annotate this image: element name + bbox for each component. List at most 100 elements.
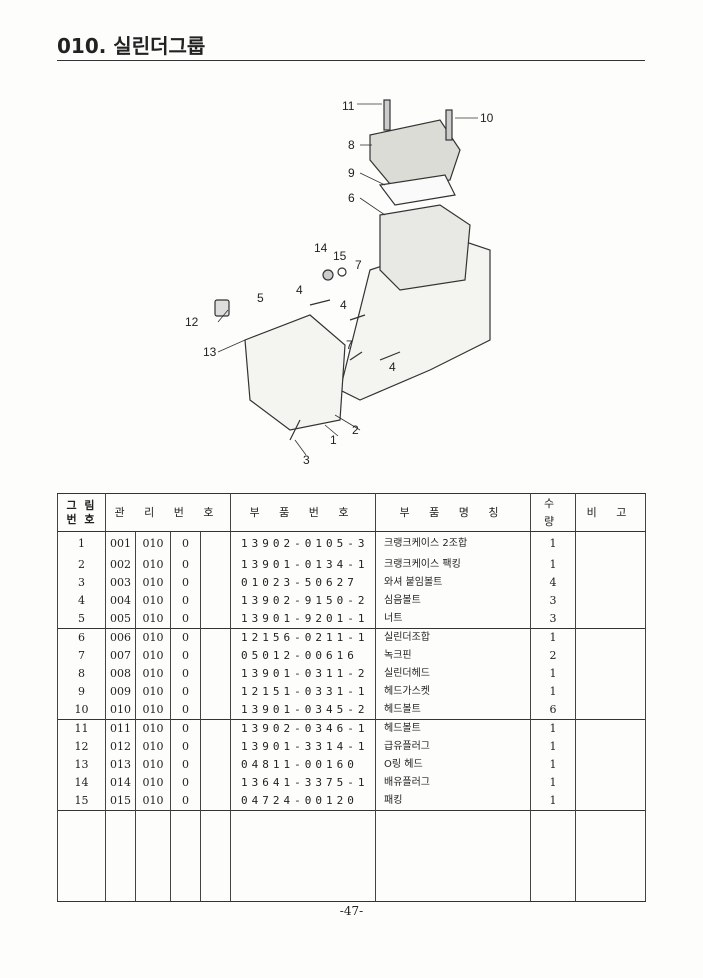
cell-remarks bbox=[575, 737, 646, 756]
empty-cell bbox=[230, 882, 376, 902]
cell-remarks bbox=[575, 531, 646, 556]
cell-mgmt-no-2: 010 bbox=[135, 531, 171, 556]
cell-quantity: 1 bbox=[530, 627, 576, 647]
cell-fig-no: 12 bbox=[57, 737, 106, 756]
cell-mgmt-no-1: 010 bbox=[105, 700, 136, 719]
cell-mgmt-no-1: 015 bbox=[105, 791, 136, 810]
empty-cell bbox=[530, 809, 576, 829]
cell-mgmt-no-2: 010 bbox=[135, 718, 171, 738]
empty-cell bbox=[530, 882, 576, 902]
cell-part-no: 01023-50627 bbox=[230, 573, 376, 592]
cell-part-no: 04724-00120 bbox=[230, 791, 376, 810]
cell-quantity: 4 bbox=[530, 573, 576, 592]
cell-mgmt-no-3: 0 bbox=[170, 646, 201, 665]
cell-part-no: 13901-0311-2 bbox=[230, 664, 376, 683]
empty-cell bbox=[57, 846, 106, 865]
cell-remarks bbox=[575, 755, 646, 774]
cell-mgmt-blank bbox=[200, 791, 231, 810]
cell-mgmt-no-1: 011 bbox=[105, 718, 136, 738]
cell-part-name: 크랭크케이스 팩킹 bbox=[375, 555, 531, 574]
cell-part-no: 13901-0134-1 bbox=[230, 555, 376, 574]
empty-cell bbox=[105, 828, 136, 847]
cell-mgmt-no-2: 010 bbox=[135, 682, 171, 701]
cell-mgmt-blank bbox=[200, 755, 231, 774]
empty-cell bbox=[105, 882, 136, 902]
callout-12: 12 bbox=[185, 315, 199, 329]
empty-cell bbox=[200, 828, 231, 847]
page-number: -47- bbox=[339, 904, 364, 918]
cell-remarks bbox=[575, 555, 646, 574]
empty-cell bbox=[135, 828, 171, 847]
callout-10: 10 bbox=[480, 111, 494, 125]
cell-mgmt-no-2: 010 bbox=[135, 664, 171, 683]
cell-mgmt-blank bbox=[200, 609, 231, 628]
header-qty: 수 량 bbox=[530, 493, 576, 532]
cell-part-name: 헤드볼트 bbox=[375, 700, 531, 719]
callout-13: 13 bbox=[203, 345, 217, 359]
cell-part-no: 13901-9201-1 bbox=[230, 609, 376, 628]
cell-mgmt-no-2: 010 bbox=[135, 700, 171, 719]
empty-cell bbox=[575, 846, 646, 865]
cell-quantity: 1 bbox=[530, 737, 576, 756]
cell-part-no: 13901-3314-1 bbox=[230, 737, 376, 756]
empty-cell bbox=[200, 846, 231, 865]
cell-mgmt-blank bbox=[200, 646, 231, 665]
cell-mgmt-no-3: 0 bbox=[170, 791, 201, 810]
cell-mgmt-no-2: 010 bbox=[135, 791, 171, 810]
empty-cell bbox=[530, 846, 576, 865]
cell-mgmt-no-3: 0 bbox=[170, 755, 201, 774]
cell-part-name: 너트 bbox=[375, 609, 531, 628]
empty-cell bbox=[170, 809, 201, 829]
empty-cell bbox=[230, 864, 376, 883]
empty-cell bbox=[135, 864, 171, 883]
head-gasket bbox=[378, 174, 456, 206]
callout-1: 1 bbox=[330, 433, 337, 447]
cell-part-name: 와셔 붙임볼트 bbox=[375, 573, 531, 592]
cell-mgmt-no-1: 004 bbox=[105, 591, 136, 610]
cell-mgmt-no-3: 0 bbox=[170, 700, 201, 719]
cell-mgmt-no-2: 010 bbox=[135, 646, 171, 665]
callout-2: 2 bbox=[352, 423, 359, 437]
cell-part-name: 심음볼트 bbox=[375, 591, 531, 610]
cell-part-name: 녹크핀 bbox=[375, 646, 531, 665]
empty-cell bbox=[57, 828, 106, 847]
empty-cell bbox=[105, 809, 136, 829]
cell-mgmt-blank bbox=[200, 591, 231, 610]
callout-14: 14 bbox=[314, 241, 328, 255]
cell-fig-no: 13 bbox=[57, 755, 106, 774]
empty-cell bbox=[170, 882, 201, 902]
title-divider bbox=[57, 60, 645, 61]
empty-cell bbox=[200, 882, 231, 902]
cell-remarks bbox=[575, 718, 646, 738]
empty-cell bbox=[200, 809, 231, 829]
cell-part-no: 13902-0105-3 bbox=[230, 531, 376, 556]
empty-cell bbox=[230, 828, 376, 847]
header-part-no: 부 품 번 호 bbox=[230, 493, 376, 532]
cell-mgmt-no-2: 010 bbox=[135, 591, 171, 610]
callout-6: 6 bbox=[348, 191, 355, 205]
callout-5: 5 bbox=[257, 291, 264, 305]
cell-part-name: 실린더헤드 bbox=[375, 664, 531, 683]
cell-quantity: 1 bbox=[530, 773, 576, 792]
cell-mgmt-no-2: 010 bbox=[135, 773, 171, 792]
empty-cell bbox=[105, 846, 136, 865]
cell-mgmt-blank bbox=[200, 627, 231, 647]
cell-mgmt-no-1: 006 bbox=[105, 627, 136, 647]
empty-row bbox=[57, 864, 646, 883]
empty-cell bbox=[200, 864, 231, 883]
callout-7: 7 bbox=[355, 258, 362, 272]
cell-mgmt-no-1: 005 bbox=[105, 609, 136, 628]
callout-8: 8 bbox=[348, 138, 355, 152]
cell-quantity: 1 bbox=[530, 718, 576, 738]
cell-mgmt-blank bbox=[200, 531, 231, 556]
cell-mgmt-blank bbox=[200, 700, 231, 719]
